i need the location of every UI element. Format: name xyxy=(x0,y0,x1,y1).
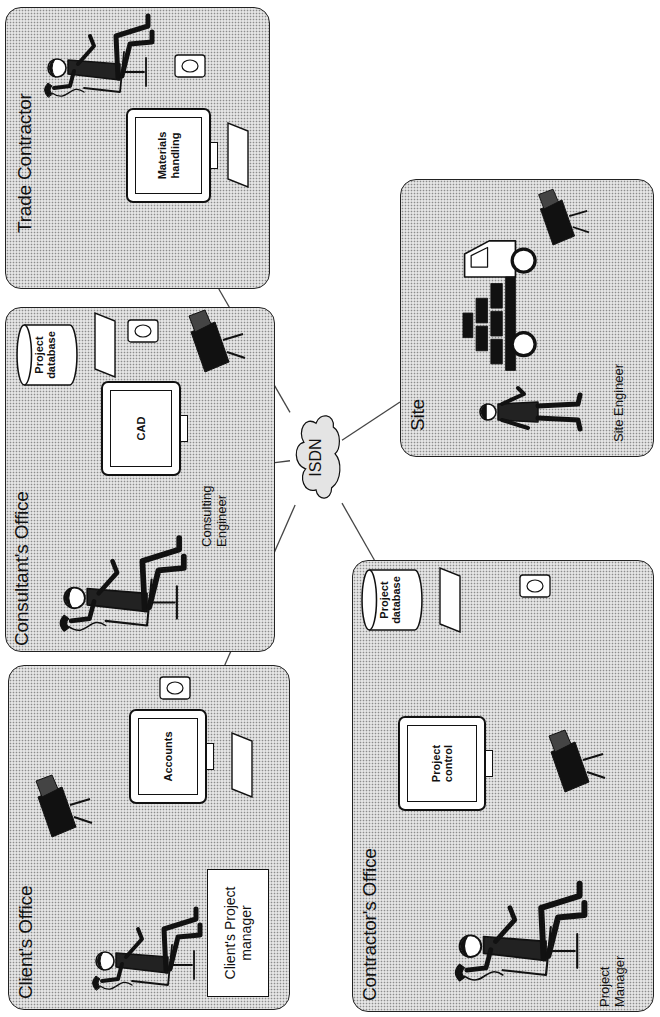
office-title: Client's Office xyxy=(15,886,37,999)
person-label: Project Manager xyxy=(598,935,628,1007)
office-title: Contractor's Office xyxy=(359,848,381,1001)
node-label: Project database xyxy=(33,326,57,384)
database-cylinder: Project database xyxy=(361,569,423,631)
name-box: Client's Project manager xyxy=(207,869,269,997)
node-label: Materials handling xyxy=(135,117,202,194)
office-box: Client's Office Client's Project manager A… xyxy=(8,665,290,1010)
office-box: Contractor's OfficeProject controlProjec… xyxy=(352,560,654,1012)
office-title: Consultant's Office xyxy=(11,491,33,646)
node-label: Project database xyxy=(378,571,402,629)
computer-screen: Project control xyxy=(398,716,486,811)
cylinder-top xyxy=(17,325,31,385)
office-box: Consultant's Office CAD Project database xyxy=(5,307,275,652)
computer-screen: Materials handling xyxy=(126,108,211,203)
office-box: Trade Contractor Materials handling xyxy=(5,7,270,289)
node-label: ISDN xyxy=(290,410,342,505)
network-link xyxy=(275,461,290,463)
node-label: CAD xyxy=(110,390,172,467)
network-link xyxy=(342,402,400,440)
node-label: Project control xyxy=(407,725,477,802)
node-label: Client's Project manager xyxy=(220,870,256,996)
cylinder-top xyxy=(362,570,376,630)
node-label: Accounts xyxy=(138,718,198,795)
computer-screen: CAD xyxy=(101,381,181,476)
network-link xyxy=(342,503,374,560)
person-label: Site Engineer xyxy=(612,332,627,442)
network-cloud: ISDN xyxy=(290,410,342,505)
computer-screen: Accounts xyxy=(129,709,207,804)
database-cylinder: Project database xyxy=(16,324,78,386)
person-label: Consulting Engineer xyxy=(200,475,230,547)
office-title: Site xyxy=(407,399,429,431)
office-title: Trade Contractor xyxy=(14,93,36,233)
